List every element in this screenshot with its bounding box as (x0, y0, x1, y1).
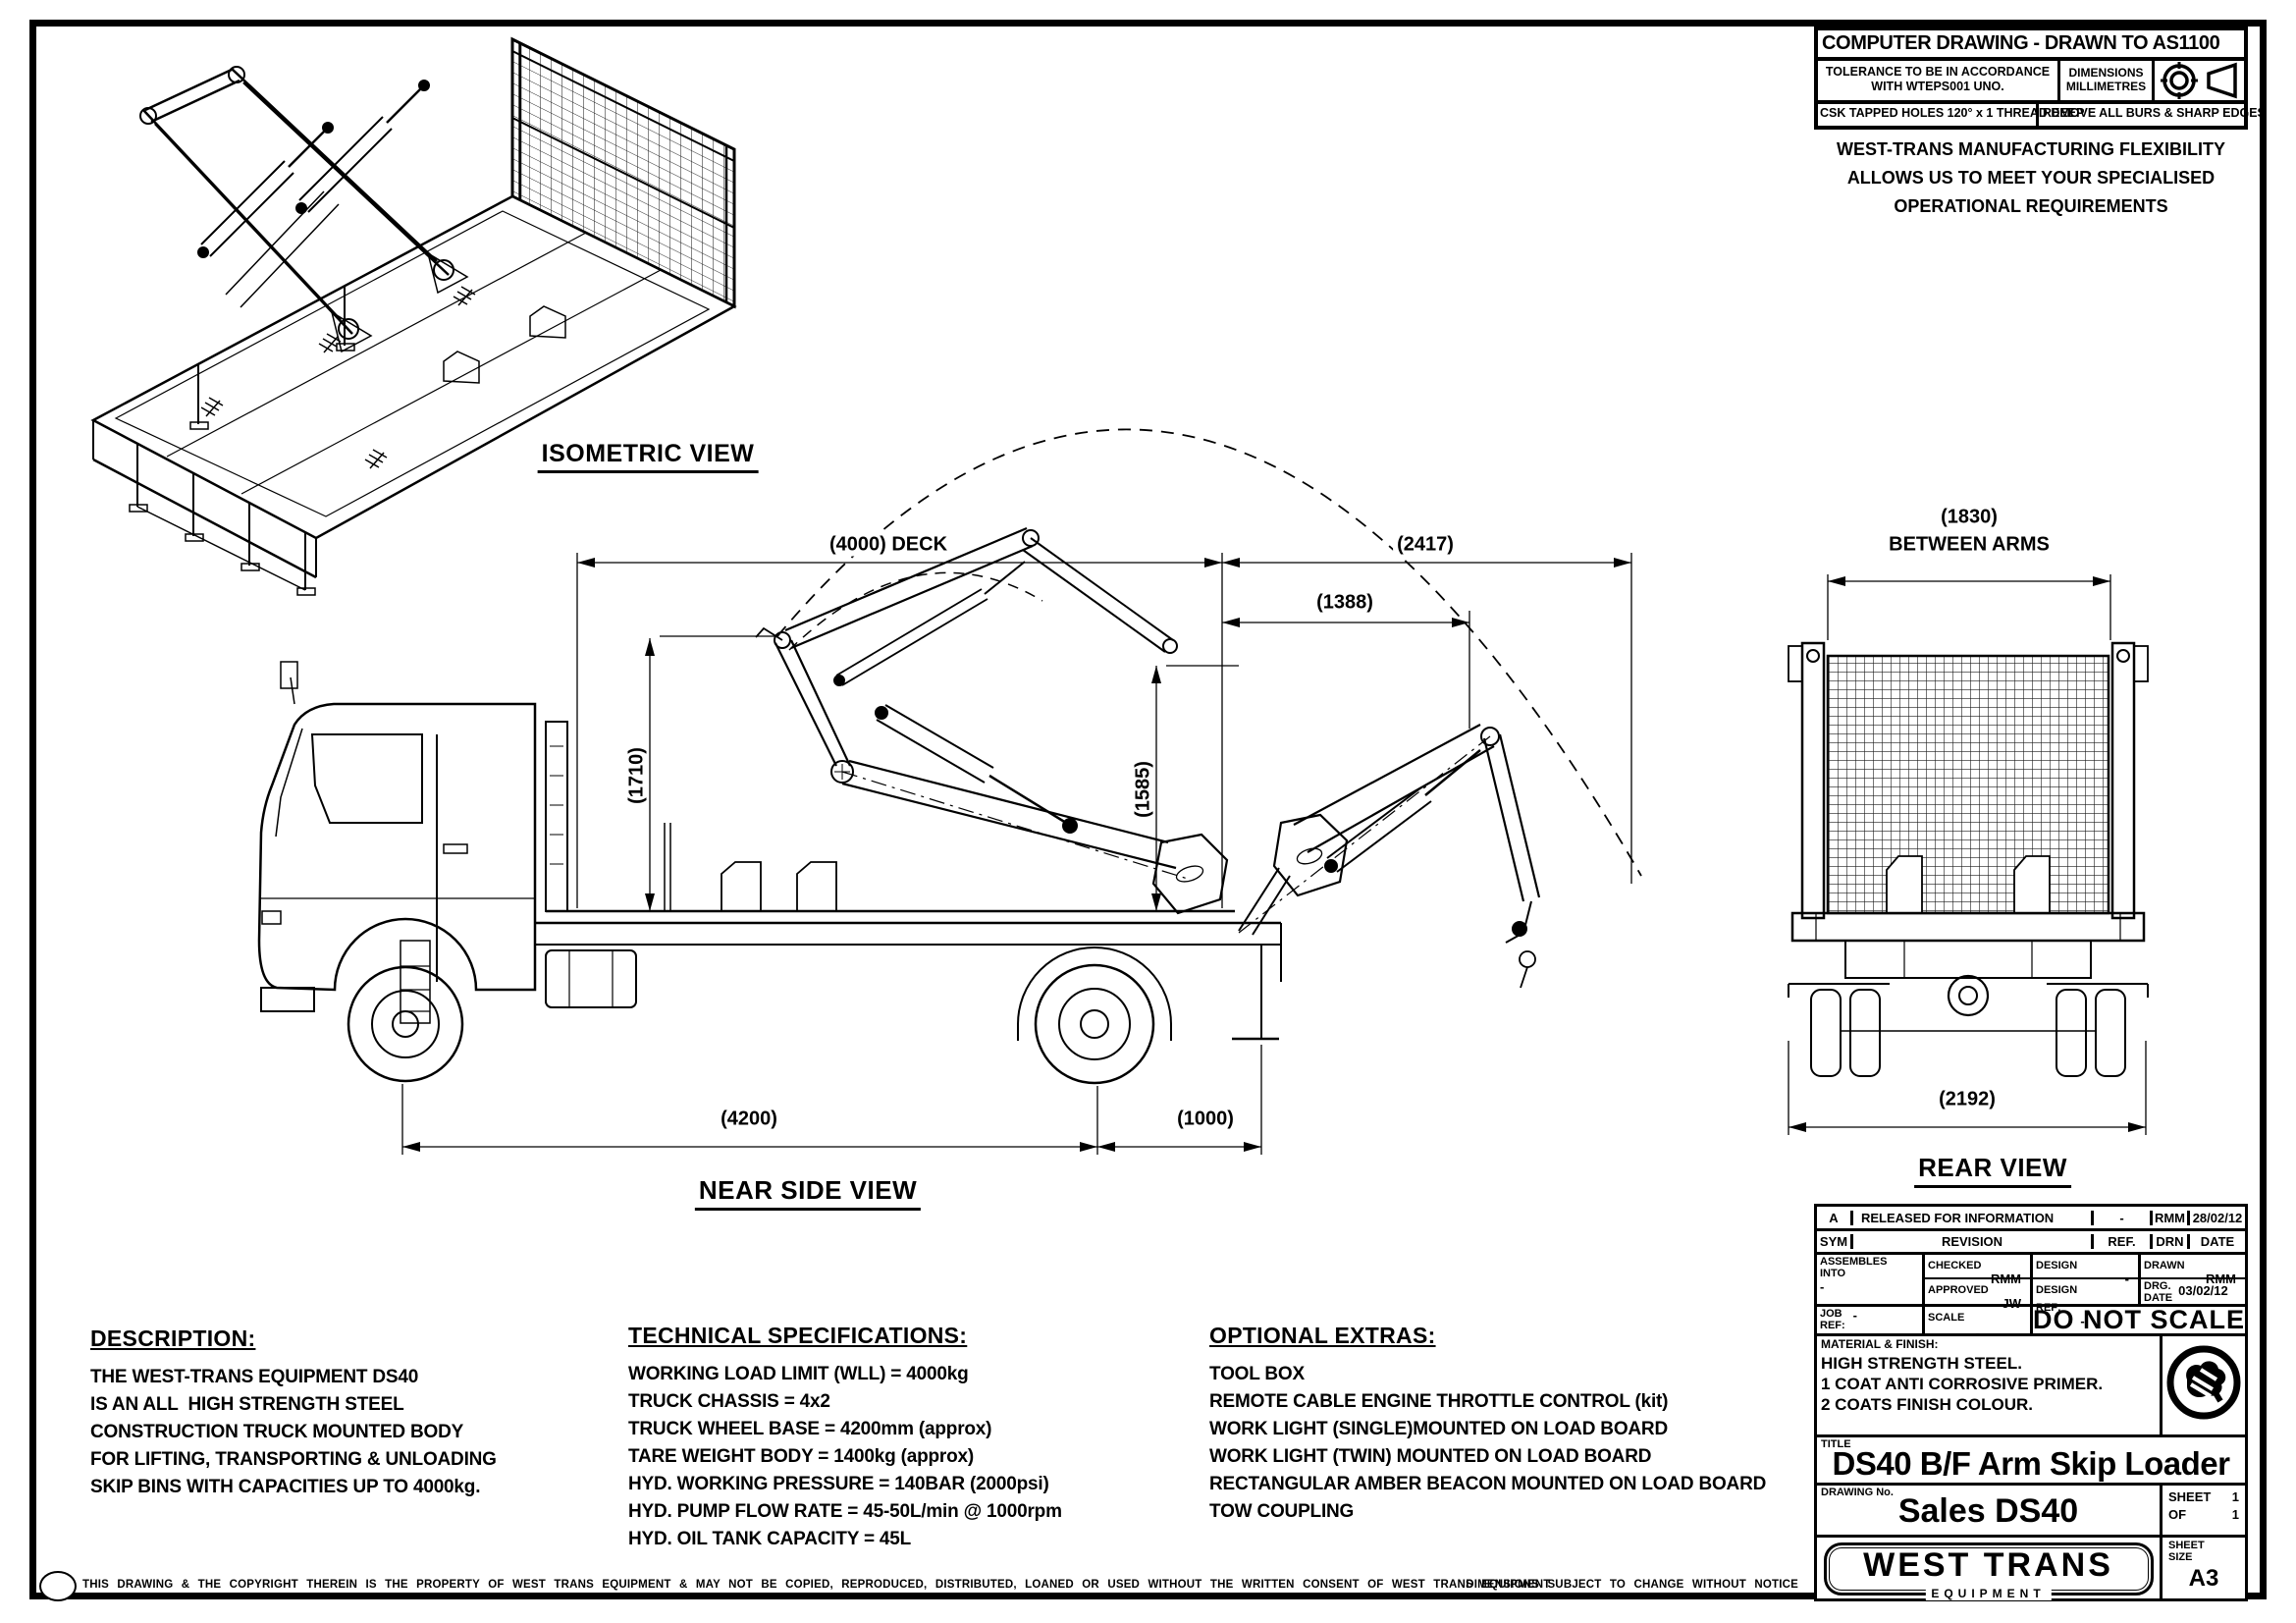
rev-date: 28/02/12 (2192, 1210, 2243, 1225)
rev-sym: A (1817, 1210, 1853, 1225)
projection-symbols (2155, 61, 2244, 100)
dim-label-1000: (1000) (1173, 1108, 1238, 1131)
standards-block: COMPUTER DRAWING - DRAWN TO AS1100 TOLER… (1814, 27, 2266, 130)
title-block: A RELEASED FOR INFORMATION - RMM 28/02/1… (1814, 1204, 2248, 1601)
isometric-view-label: ISOMETRIC VIEW (537, 440, 759, 473)
rear-view-drawing (1788, 641, 2149, 1077)
standards-title: COMPUTER DRAWING - DRAWN TO AS1100 (1818, 30, 2244, 61)
technical-specifications-heading: TECHNICAL SPECIFICATIONS: (628, 1323, 968, 1348)
optional-extras-heading: OPTIONAL EXTRAS: (1209, 1323, 1436, 1348)
rev-text: RELEASED FOR INFORMATION (1853, 1210, 2094, 1225)
drawing-number: Sales DS40 (1897, 1492, 2079, 1530)
sheet-count-cell: SHEET 1 OF 1 (2168, 1489, 2239, 1522)
dim-label-deck-4000: (4000) DECK (825, 533, 952, 557)
copyright-mark-icon (39, 1571, 77, 1601)
title-row: TITLE DS40 B/F Arm Skip Loader (1817, 1437, 2245, 1486)
drawing-number-row: DRAWING No. Sales DS40 SHEET 1 OF 1 (1817, 1486, 2245, 1538)
sheet-size-cell: SHEET SIZE A3 (2163, 1538, 2245, 1599)
australia-made-logo-icon (2166, 1345, 2241, 1420)
west-trans-logo: WEST TRANS EQUIPMENT (1817, 1538, 2163, 1600)
revision-entry-row: A RELEASED FOR INFORMATION - RMM 28/02/1… (1817, 1207, 2245, 1231)
third-angle-cone-icon (2206, 62, 2237, 99)
technical-specifications-section: TECHNICAL SPECIFICATIONS: WORKING LOAD L… (628, 1323, 1178, 1553)
revision-header-row: SYM REVISION REF. DRN DATE (1817, 1231, 2245, 1255)
sheet-size-value: A3 (2188, 1565, 2219, 1592)
approval-grid: ASSEMBLES INTO - CHECKED RMM APPROVED JW… (1817, 1255, 2245, 1328)
dimensions-unit-note: DIMENSIONS MILLIMETRES (2060, 61, 2155, 100)
dim-label-1388: (1388) (1312, 591, 1377, 615)
assembles-into-cell: ASSEMBLES INTO - (1817, 1255, 1925, 1304)
drawing-frame (29, 20, 2267, 1599)
dim-label-1710: (1710) (625, 743, 649, 808)
rev-drn: RMM (2153, 1210, 2190, 1225)
rear-view-label: REAR VIEW (1914, 1153, 2071, 1188)
manufacturing-flexibility-note: WEST-TRANS MANUFACTURING FLEXIBILITY ALL… (1837, 139, 2225, 216)
design-cell: DESIGN - DESIGN REF: - (2033, 1255, 2141, 1328)
dimension-lines (401, 553, 2147, 1155)
target-projection-icon (2160, 62, 2198, 99)
dim-label-4200: (4200) (717, 1108, 781, 1131)
drawing-number-cell: DRAWING No. Sales DS40 (1817, 1486, 2163, 1535)
dimensions-change-note: DIMENSIONS SUBJECT TO CHANGE WITHOUT NOT… (1466, 1579, 1798, 1591)
drawn-date-cell: DRAWN RMM DRG. DATE 03/02/12 (2141, 1255, 2245, 1304)
optional-extras-section: OPTIONAL EXTRAS: TOOL BOX REMOTE CABLE E… (1209, 1323, 1798, 1526)
material-finish-row: MATERIAL & FINISH: HIGH STRENGTH STEEL. … (1817, 1336, 2245, 1437)
rev-ref: - (2094, 1210, 2153, 1225)
csk-note: CSK TAPPED HOLES 120° x 1 THREAD DEEP (1818, 104, 2084, 126)
tolerance-note: TOLERANCE TO BE IN ACCORDANCE WITH WTEPS… (1818, 61, 2060, 100)
dim-label-between-arms: BETWEEN ARMS (1885, 533, 2054, 557)
isometric-view-drawing (90, 36, 737, 596)
job-scale-row: JOB REF: - SCALE - DO NOT SCALE (1817, 1305, 2246, 1340)
near-side-view-drawing (257, 428, 1642, 1085)
description-section: DESCRIPTION: THE WEST-TRANS EQUIPMENT DS… (90, 1325, 620, 1501)
do-not-scale-note: DO NOT SCALE (2033, 1305, 2246, 1334)
dim-label-1585: (1585) (1132, 757, 1155, 822)
australia-made-logo-cell (2163, 1336, 2245, 1434)
near-side-view-label: NEAR SIDE VIEW (694, 1175, 922, 1211)
burs-note: REMOVE ALL BURS & SHARP EDGES (2043, 106, 2266, 120)
material-finish-cell: MATERIAL & FINISH: HIGH STRENGTH STEEL. … (1817, 1336, 2163, 1434)
dim-label-2192: (2192) (1935, 1088, 2000, 1111)
logo-row: WEST TRANS EQUIPMENT SHEET SIZE A3 (1817, 1538, 2245, 1600)
copyright-note: THIS DRAWING & THE COPYRIGHT THEREIN IS … (82, 1579, 1551, 1591)
drawing-title: DS40 B/F Arm Skip Loader (1832, 1445, 2230, 1482)
dim-label-1830: (1830) (1937, 506, 2002, 529)
checked-approved-cell: CHECKED RMM APPROVED JW (1925, 1255, 2033, 1311)
dim-label-2417: (2417) (1393, 533, 1458, 557)
description-heading: DESCRIPTION: (90, 1325, 256, 1351)
